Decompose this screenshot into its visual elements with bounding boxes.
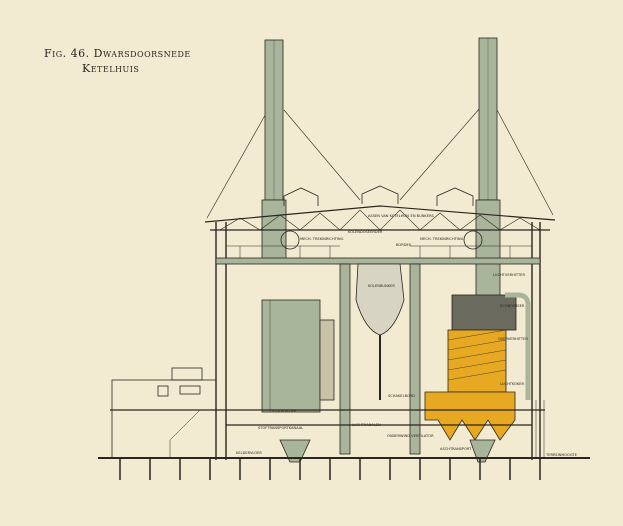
roof-truss <box>204 205 556 231</box>
label-trek-rechts: MECH. TREKINRICHTING <box>420 237 464 241</box>
left-boiler <box>261 299 335 463</box>
label-bordes: BORDES <box>396 243 412 247</box>
label-keldervloer: KELDERVLOER <box>236 451 262 455</box>
label-luchtkanalen: LUCHTKANALEN <box>352 423 381 427</box>
foundation-piles <box>119 458 541 480</box>
caption-subtitle: Ketelhuis <box>82 62 140 75</box>
left-draught-fan <box>280 230 300 250</box>
right-ladder <box>535 400 545 458</box>
label-aschtransport: ASCHTRANSPORT <box>440 447 472 451</box>
label-trek-links: MECH. TREKINRICHTING <box>300 237 344 241</box>
diagram-labels: ASSEN VAN KETELHUIS EN BUNKERS KOLENDOSE… <box>236 214 578 457</box>
label-stofkanaal: STOFTRANSPORTKANAAL <box>258 426 303 430</box>
label-schakelbord: SCHAKELBORD <box>388 394 415 398</box>
label-oververhitter: OVERVERHITTER <box>498 337 528 341</box>
label-kolenbunker: KOLENBUNKER <box>368 284 395 288</box>
left-chimney <box>261 39 287 261</box>
figure-caption: Fig. 46. Dwarsdoorsnede Ketelhuis <box>44 46 191 76</box>
roof-lanterns <box>283 185 474 206</box>
caption-title: Fig. 46. Dwarsdoorsnede <box>44 47 191 60</box>
top-platform <box>215 257 541 265</box>
label-assen: ASSEN VAN KETELHUIS EN BUNKERS <box>368 214 435 218</box>
guy-wires <box>206 107 554 219</box>
right-boiler <box>424 292 531 463</box>
label-luchtverhitter: LUCHTVERHITTER <box>493 273 525 277</box>
coal-bunker <box>339 263 421 455</box>
label-stookvloer: STOOKVLOER <box>272 409 297 413</box>
label-economiser: ECONOMISER <box>500 304 525 308</box>
label-ventilator: ONDERWIND VENTILATOR <box>387 434 434 438</box>
label-terreinhoogte: TERREINHOOGTE <box>545 453 578 457</box>
label-kolendoseerder: KOLENDOSEERDER <box>348 230 383 234</box>
label-luchtkoker: LUCHTKOKER <box>500 382 524 386</box>
right-chimney <box>475 37 501 301</box>
right-draught-fan <box>463 230 483 250</box>
left-annex <box>111 367 217 459</box>
